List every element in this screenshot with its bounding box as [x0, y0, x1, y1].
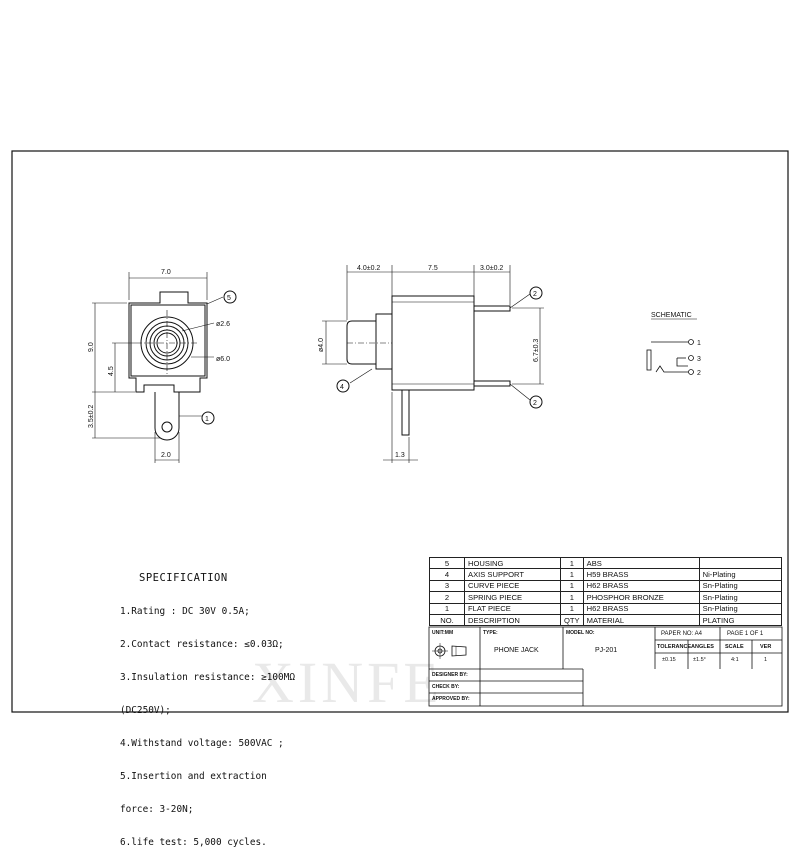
spec-line: (DC250V); — [120, 705, 171, 716]
ver-value: 1 — [764, 657, 768, 663]
drawing-frame — [11, 150, 789, 713]
dim-body-length: 7.5 — [428, 265, 438, 272]
schematic-labels: SCHEMATIC 1 3 2 — [651, 312, 701, 377]
bom-header-plating: PLATING — [698, 613, 783, 627]
dim-pin-length: 3.5±0.2 — [88, 405, 95, 428]
schematic-pin-1: 1 — [697, 340, 701, 347]
spec-line: 6.life test: 5,000 cycles. — [120, 837, 267, 848]
ver-label: VER — [760, 644, 772, 650]
side-view — [322, 265, 544, 463]
approved-label: APPROVED BY: — [432, 696, 470, 702]
type-value: PHONE JACK — [494, 647, 539, 654]
bom-material: H62 BRASS — [582, 579, 700, 593]
model-value: PJ-201 — [595, 647, 618, 654]
designer-label: DESIGNER BY: — [432, 672, 468, 678]
unit-label: UNIT:MM — [432, 630, 454, 636]
angles-label: ANGLES — [691, 644, 714, 650]
type-label: TYPE: — [483, 630, 498, 636]
callout-pin: 1 — [205, 416, 209, 423]
dim-outer-diameter: ø6.0 — [216, 356, 230, 363]
dim-width: 7.0 — [161, 269, 171, 276]
callout-spring-bottom: 2 — [533, 400, 537, 407]
bom-desc: CURVE PIECE — [464, 579, 561, 593]
dim-pin-span: 6.7±0.3 — [533, 339, 540, 362]
spec-line: force: 3-20N; — [120, 804, 194, 815]
bom-plating: Sn-Plating — [698, 579, 783, 593]
callout-axis-support: 4 — [340, 384, 344, 391]
bom-no: 4 — [429, 568, 465, 581]
bom-material: ABS — [582, 556, 700, 570]
spec-line: 2.Contact resistance: ≤0.03Ω; — [120, 639, 284, 650]
specification-title: SPECIFICATION — [139, 572, 228, 584]
technical-drawing: XINFE — [11, 150, 789, 715]
spec-line: 3.Insulation resistance: ≥100MΩ — [120, 672, 295, 683]
bom-qty: 1 — [560, 591, 584, 604]
bom-material: PHOSPHOR BRONZE — [582, 591, 700, 604]
spec-line: 1.Rating : DC 30V 0.5A; — [120, 606, 250, 617]
page-label: PAGE 1 OF 1 — [727, 631, 764, 637]
spec-line: 5.Insertion and extraction — [120, 771, 267, 782]
schematic-title: SCHEMATIC — [651, 312, 692, 319]
dim-height: 9.0 — [88, 342, 95, 352]
bom-header-material: MATERIAL — [582, 613, 700, 627]
bom-table: 5 HOUSING 1 ABS 4 AXIS SUPPORT 1 H59 BRA… — [429, 556, 783, 627]
bom-desc: AXIS SUPPORT — [464, 568, 561, 581]
dim-barrel-diameter: ø4.0 — [318, 338, 325, 352]
front-view — [92, 272, 237, 463]
bom-qty: 1 — [560, 556, 584, 570]
bom-plating: Ni-Plating — [698, 568, 783, 581]
bom-plating: Sn-Plating — [698, 591, 783, 604]
scale-value: 4:1 — [731, 657, 739, 663]
front-view-labels: 7.0 9.0 4.5 3.5±0.2 2.0 ø2.6 ø6.0 1 5 — [88, 269, 231, 459]
table-row: 1 FLAT PIECE 1 H62 BRASS Sn-Plating — [429, 602, 783, 615]
dim-pin-width: 2.0 — [161, 452, 171, 459]
schematic-pin-2: 2 — [697, 370, 701, 377]
table-row: 3 CURVE PIECE 1 H62 BRASS Sn-Plating — [429, 579, 783, 593]
specification: SPECIFICATION 1.Rating : DC 30V 0.5A; 2.… — [120, 551, 295, 859]
bom-desc: SPRING PIECE — [464, 591, 561, 604]
dim-center: 4.5 — [108, 366, 115, 376]
table-row: 2 SPRING PIECE 1 PHOSPHOR BRONZE Sn-Plat… — [429, 591, 783, 604]
spec-line: 4.Withstand voltage: 500VAC ; — [120, 738, 284, 749]
scale-label: SCALE — [725, 644, 744, 650]
bom-no: 2 — [429, 591, 465, 604]
bom-material: H59 BRASS — [582, 568, 700, 581]
angles-value: ±1.5° — [693, 657, 706, 663]
bom-plating — [698, 556, 783, 570]
callout-spring-top: 2 — [533, 291, 537, 298]
bom-material: H62 BRASS — [582, 602, 700, 615]
model-label: MODEL NO: — [566, 630, 595, 636]
check-label: CHECK BY: — [432, 684, 460, 690]
dim-rear-length: 3.0±0.2 — [480, 265, 503, 272]
table-row: 5 HOUSING 1 ABS — [429, 556, 783, 570]
schematic — [646, 318, 697, 375]
bom-no: 3 — [429, 579, 465, 593]
bom-no: 5 — [429, 556, 465, 570]
tolerance-label: TOLERANCE — [657, 644, 692, 650]
title-block-frame — [428, 626, 783, 707]
bom-desc: FLAT PIECE — [464, 602, 561, 615]
bom-header-desc: DESCRIPTION — [464, 613, 561, 627]
dim-inner-diameter: ø2.6 — [216, 321, 230, 328]
tolerance-value: ±0.15 — [662, 657, 676, 663]
bom-desc: HOUSING — [464, 556, 561, 570]
bom-plating: Sn-Plating — [698, 602, 783, 615]
bom-header-qty: QTY — [560, 613, 584, 627]
callout-body: 5 — [227, 295, 231, 302]
bom-qty: 1 — [560, 602, 584, 615]
side-view-labels: 4.0±0.2 7.5 3.0±0.2 ø4.0 6.7±0.3 1.3 2 2… — [318, 265, 540, 459]
dim-pin-offset: 1.3 — [395, 452, 405, 459]
bom-qty: 1 — [560, 568, 584, 581]
bom-qty: 1 — [560, 579, 584, 593]
paper-label: PAPER NO: A4 — [661, 631, 702, 637]
table-row: 4 AXIS SUPPORT 1 H59 BRASS Ni-Plating — [429, 568, 783, 581]
bom-header-no: NO. — [429, 613, 465, 627]
table-header-row: NO. DESCRIPTION QTY MATERIAL PLATING — [429, 613, 783, 627]
watermark: XINFE — [252, 650, 443, 715]
bom-no: 1 — [429, 602, 465, 615]
schematic-pin-3: 3 — [697, 356, 701, 363]
dim-front-length: 4.0±0.2 — [357, 265, 380, 272]
